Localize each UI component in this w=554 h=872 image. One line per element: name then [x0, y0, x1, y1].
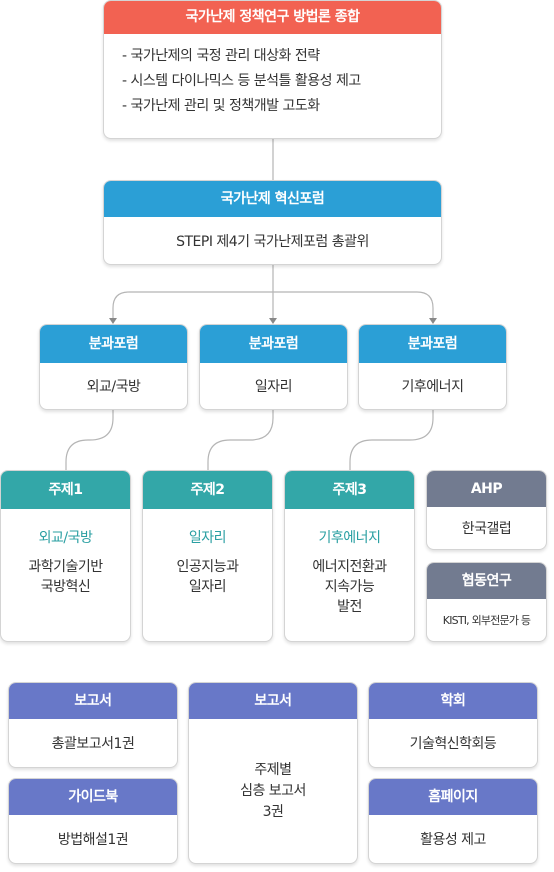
cooperative-research-body: KISTI, 외부전문가 등: [442, 614, 531, 627]
subforum-title: 분과포럼: [359, 325, 506, 363]
theme-description: 에너지전환과 지속가능 발전: [285, 557, 414, 617]
output-title: 보고서: [189, 683, 357, 719]
cooperative-research-title: 협동연구: [427, 563, 546, 599]
theme-description-line: 과학기술기반: [28, 559, 103, 575]
output-body: 총괄보고서1권: [51, 736, 135, 752]
subforum-title: 분과포럼: [200, 325, 347, 363]
arrow-sub2: [269, 318, 277, 324]
output-title: 학회: [369, 683, 537, 719]
ahp-title: AHP: [427, 471, 546, 507]
theme2-box: 주제2 일자리 인공지능과 일자리: [142, 470, 273, 642]
guidebook-box: 가이드북 방법해설1권: [8, 778, 178, 864]
theme-keyword: 외교/국방: [38, 530, 93, 546]
theme3-box: 주제3 기후에너지 에너지전환과 지속가능 발전: [284, 470, 415, 642]
connector-sub3-theme3: [349, 410, 434, 470]
subforum-jobs-box: 분과포럼 일자리: [199, 324, 348, 410]
output-title: 홈페이지: [369, 779, 537, 815]
summary-item: - 국가난제 관리 및 정책개발 고도화: [122, 98, 320, 114]
output-body: 방법해설1권: [57, 832, 129, 848]
summary-item: - 국가난제의 국정 관리 대상화 전략: [122, 48, 320, 64]
arrow-sub1: [109, 318, 117, 324]
homepage-box: 홈페이지 활용성 제고: [368, 778, 538, 864]
connector-sub1-theme1: [65, 410, 114, 470]
ahp-body: 한국갤럽: [461, 521, 512, 537]
ahp-box: AHP 한국갤럽: [426, 470, 547, 550]
theme1-box: 주제1 외교/국방 과학기술기반 국방혁신: [0, 470, 131, 642]
innovation-forum-box: 국가난제 혁신포럼 STEPI 제4기 국가난제포럼 총괄위: [103, 180, 442, 265]
methodology-summary-title: 국가난제 정책연구 방법론 종합: [104, 1, 441, 34]
subforum-title: 분과포럼: [40, 325, 187, 363]
subforum-body: 외교/국방: [86, 379, 141, 395]
subforum-diplomacy-box: 분과포럼 외교/국방: [39, 324, 188, 410]
theme-report-box: 보고서 주제별 심층 보고서 3권: [188, 682, 358, 864]
output-title: 보고서: [9, 683, 177, 719]
output-body: 기술혁신학회등: [409, 736, 497, 752]
output-body: 활용성 제고: [420, 832, 486, 848]
connector-sub2-theme2: [207, 410, 274, 470]
theme-description-line: 에너지전환과: [312, 559, 387, 575]
output-body-line: 3권: [262, 803, 284, 820]
theme-description-line: 지속가능: [324, 579, 375, 595]
theme-description-line: 인공지능과: [176, 559, 239, 575]
theme-description-line: 국방혁신: [40, 579, 91, 595]
arrow-sub3: [429, 318, 437, 324]
cooperative-research-box: 협동연구 KISTI, 외부전문가 등: [426, 562, 547, 642]
summary-item: - 시스템 다이나믹스 등 분석틀 활용성 제고: [122, 73, 361, 89]
theme-description: 과학기술기반 국방혁신: [1, 557, 130, 597]
theme-description: 인공지능과 일자리: [143, 557, 272, 597]
output-body-line: 주제별: [254, 761, 292, 778]
subforum-body: 일자리: [254, 379, 293, 395]
theme-keyword: 기후에너지: [318, 530, 381, 546]
theme-keyword: 일자리: [188, 530, 227, 546]
subforum-climate-box: 분과포럼 기후에너지: [358, 324, 507, 410]
innovation-forum-title: 국가난제 혁신포럼: [104, 181, 441, 217]
theme-description-line: 일자리: [188, 579, 227, 595]
methodology-summary-box: 국가난제 정책연구 방법론 종합 - 국가난제의 국정 관리 대상화 전략 - …: [103, 0, 442, 139]
theme-title: 주제2: [143, 471, 272, 509]
theme-title: 주제1: [1, 471, 130, 509]
summary-report-box: 보고서 총괄보고서1권: [8, 682, 178, 768]
output-title: 가이드북: [9, 779, 177, 815]
output-body: 주제별 심층 보고서 3권: [189, 719, 357, 863]
innovation-forum-body: STEPI 제4기 국가난제포럼 총괄위: [176, 234, 369, 250]
theme-description-line: 발전: [337, 599, 362, 615]
methodology-summary-list: - 국가난제의 국정 관리 대상화 전략 - 시스템 다이나믹스 등 분석틀 활…: [104, 34, 441, 119]
output-body-line: 심층 보고서: [240, 782, 306, 799]
academic-society-box: 학회 기술혁신학회등: [368, 682, 538, 768]
connector-branch: [112, 291, 434, 318]
theme-title: 주제3: [285, 471, 414, 509]
subforum-body: 기후에너지: [401, 379, 464, 395]
